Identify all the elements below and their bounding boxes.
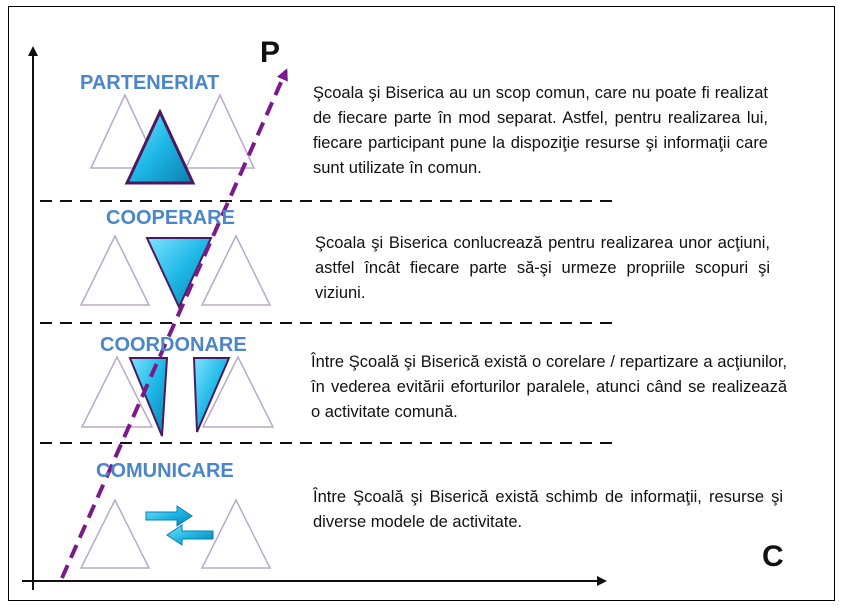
half-triangle-right	[192, 357, 231, 433]
axis-letter-c: C	[762, 540, 784, 573]
outline-triangle-right	[200, 234, 272, 306]
outline-triangle-left	[89, 93, 161, 169]
level-description-cooperare: Şcoala şi Biserica conlucrează pentru re…	[315, 234, 770, 302]
exchange-arrow-left-icon	[166, 524, 214, 546]
level-title-comunicare: COMUNICARE	[96, 460, 234, 482]
level-description-coordonare: Între Şcoală şi Biserică există o corela…	[311, 353, 787, 421]
outline-triangle-left	[79, 498, 151, 569]
outline-triangle-right	[201, 355, 275, 428]
outline-triangle-right	[184, 93, 256, 169]
level-title-cooperare: COOPERARE	[106, 207, 235, 229]
inverted-triangle	[145, 237, 213, 310]
diagram-frame	[8, 6, 835, 601]
progression-arrow	[60, 68, 288, 579]
exchange-arrow-right-icon	[145, 505, 193, 527]
axis-letter-p: P	[260, 36, 281, 69]
level-description-comunicare: Între Şcoală şi Biserică există schimb d…	[313, 488, 783, 531]
outline-triangle-left	[79, 234, 151, 306]
level-title-coordonare: COORDONARE	[100, 334, 247, 356]
level-title-parteneriat: PARTENERIAT	[80, 72, 220, 94]
outline-triangle-left	[80, 355, 154, 428]
shared-triangle	[124, 108, 196, 185]
outline-triangle-right	[200, 498, 272, 569]
level-description-parteneriat: Şcoala şi Biserica au un scop comun, car…	[313, 84, 768, 177]
half-triangle-left	[128, 357, 169, 437]
